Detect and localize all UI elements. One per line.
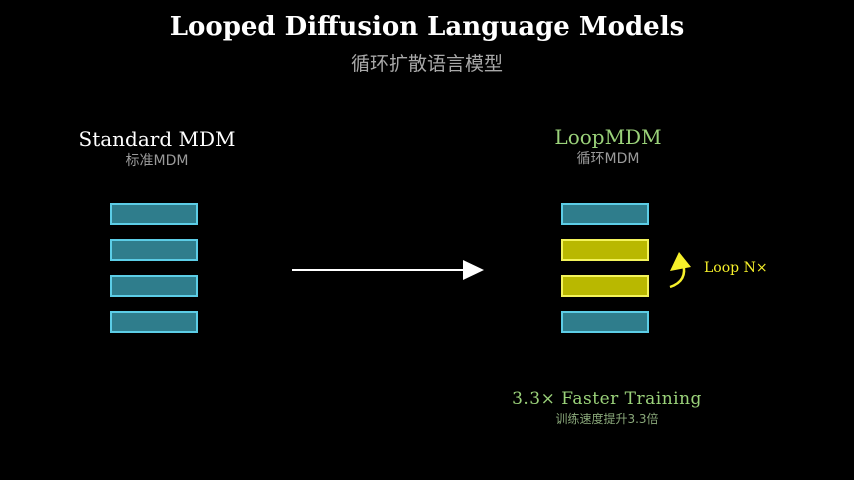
standard-layer-3 bbox=[110, 275, 198, 297]
diagram-subtitle: 循环扩散语言模型 bbox=[350, 53, 503, 75]
speedup-subtext: 训练速度提升3.3倍 bbox=[555, 412, 659, 426]
loopmdm-subtitle: 循环MDM bbox=[576, 151, 640, 167]
standard-layer-2 bbox=[110, 239, 198, 261]
loopmdm-header: LoopMDM 循环MDM bbox=[488, 124, 728, 168]
loop-layer-4 bbox=[561, 311, 649, 333]
standard-layer-1 bbox=[110, 203, 198, 225]
speedup-callout: 3.3× Faster Training 训练速度提升3.3倍 bbox=[457, 388, 757, 428]
loop-layer-1 bbox=[561, 203, 649, 225]
standard-mdm-name: Standard MDM bbox=[78, 127, 236, 151]
standard-mdm-subtitle: 标准MDM bbox=[125, 153, 189, 169]
standard-mdm-header: Standard MDM 标准MDM bbox=[37, 126, 277, 170]
transform-arrow-icon bbox=[292, 260, 484, 280]
loop-arrow-icon bbox=[669, 252, 691, 289]
diagram-title: Looped Diffusion Language Models bbox=[169, 12, 685, 42]
loopmdm-name: LoopMDM bbox=[554, 125, 662, 149]
standard-layer-4 bbox=[110, 311, 198, 333]
speedup-text: 3.3× Faster Training bbox=[512, 389, 702, 409]
loop-layer-3-looped bbox=[561, 275, 649, 297]
loop-count-label: Loop N× bbox=[704, 260, 768, 276]
loop-layer-2-looped bbox=[561, 239, 649, 261]
